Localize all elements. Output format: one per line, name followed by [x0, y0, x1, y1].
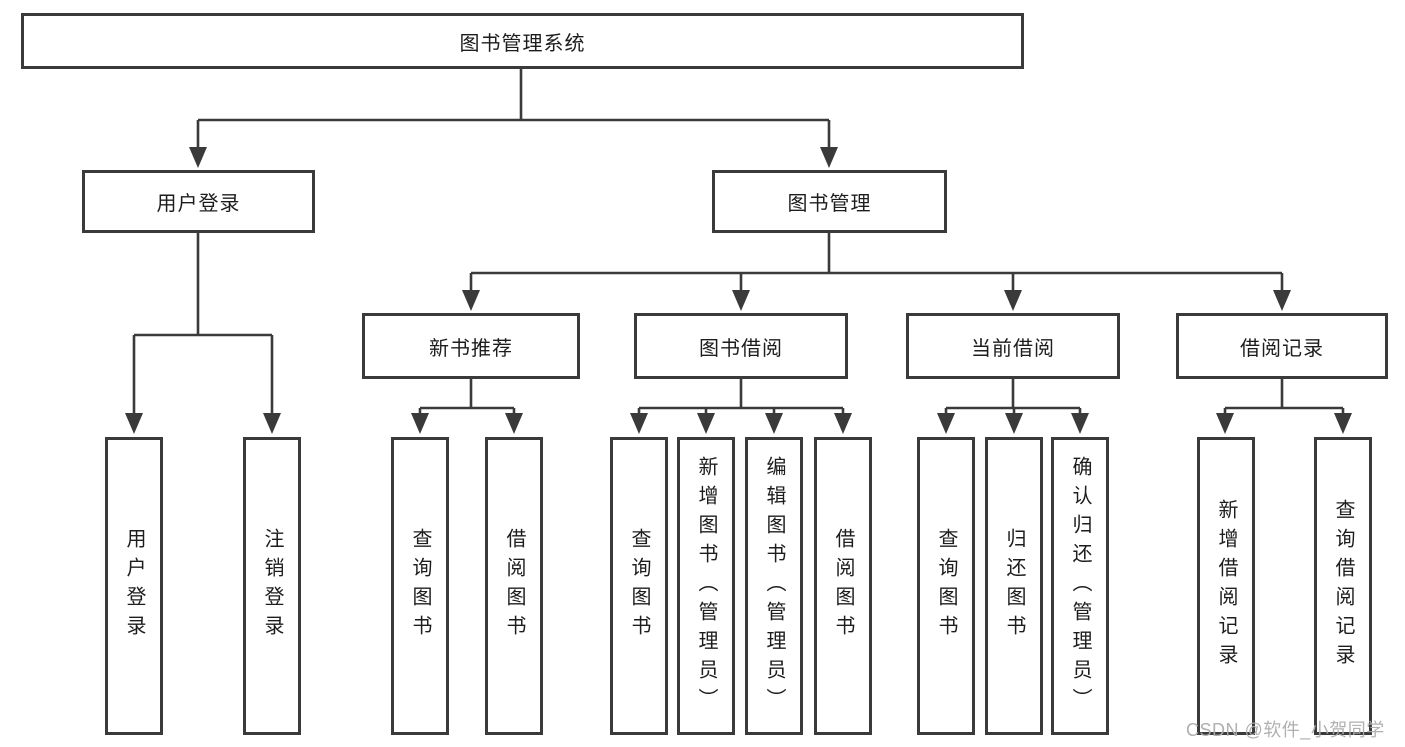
node-leaf-current-confirm-label: 确认归还（管理员）	[1069, 455, 1091, 717]
node-leaf-borrow-edit-label: 编辑图书（管理员）	[763, 455, 785, 717]
node-borrow-record-label: 借阅记录	[1240, 337, 1324, 360]
arrowheads	[125, 147, 1352, 434]
node-leaf-borrow-borrow: 借阅图书	[814, 437, 872, 735]
node-leaf-current-query-label: 查询图书	[935, 528, 957, 644]
node-root-label: 图书管理系统	[459, 32, 586, 55]
node-borrow-record: 借阅记录	[1176, 313, 1388, 379]
node-book-management: 图书管理	[712, 170, 947, 233]
node-leaf-current-confirm: 确认归还（管理员）	[1051, 437, 1109, 735]
node-leaf-user-login: 用户登录	[105, 437, 163, 735]
node-leaf-borrow-query: 查询图书	[610, 437, 668, 735]
node-new-book-recommend-label: 新书推荐	[429, 337, 513, 360]
node-current-borrow-label: 当前借阅	[971, 337, 1055, 360]
node-new-book-recommend: 新书推荐	[362, 313, 580, 379]
node-user-login: 用户登录	[82, 170, 315, 233]
node-book-borrow: 图书借阅	[634, 313, 848, 379]
node-leaf-newbook-query-label: 查询图书	[409, 528, 431, 644]
node-leaf-borrow-add: 新增图书（管理员）	[677, 437, 735, 735]
node-leaf-user-login-label: 用户登录	[123, 528, 145, 644]
node-book-borrow-label: 图书借阅	[699, 337, 783, 360]
node-leaf-record-add-label: 新增借阅记录	[1215, 499, 1237, 673]
csdn-watermark: CSDN @软件_小贺同学	[1186, 720, 1385, 740]
node-leaf-borrow-query-label: 查询图书	[628, 528, 650, 644]
node-leaf-record-query-label: 查询借阅记录	[1332, 499, 1354, 673]
node-leaf-newbook-borrow: 借阅图书	[485, 437, 543, 735]
node-leaf-logout-label: 注销登录	[261, 528, 283, 644]
node-book-management-label: 图书管理	[787, 193, 872, 215]
node-leaf-logout: 注销登录	[243, 437, 301, 735]
node-leaf-record-query: 查询借阅记录	[1314, 437, 1372, 735]
node-leaf-borrow-edit: 编辑图书（管理员）	[745, 437, 803, 735]
node-leaf-newbook-query: 查询图书	[391, 437, 449, 735]
node-leaf-current-query: 查询图书	[917, 437, 975, 735]
node-user-login-label: 用户登录	[156, 193, 241, 215]
node-root: 图书管理系统	[21, 13, 1024, 69]
node-leaf-record-add: 新增借阅记录	[1197, 437, 1255, 735]
node-current-borrow: 当前借阅	[906, 313, 1120, 379]
node-leaf-borrow-borrow-label: 借阅图书	[832, 528, 854, 644]
node-leaf-current-return: 归还图书	[985, 437, 1043, 735]
node-leaf-newbook-borrow-label: 借阅图书	[503, 528, 525, 644]
node-leaf-borrow-add-label: 新增图书（管理员）	[695, 455, 717, 717]
connector-lines	[132, 69, 1345, 416]
node-leaf-current-return-label: 归还图书	[1003, 528, 1025, 644]
